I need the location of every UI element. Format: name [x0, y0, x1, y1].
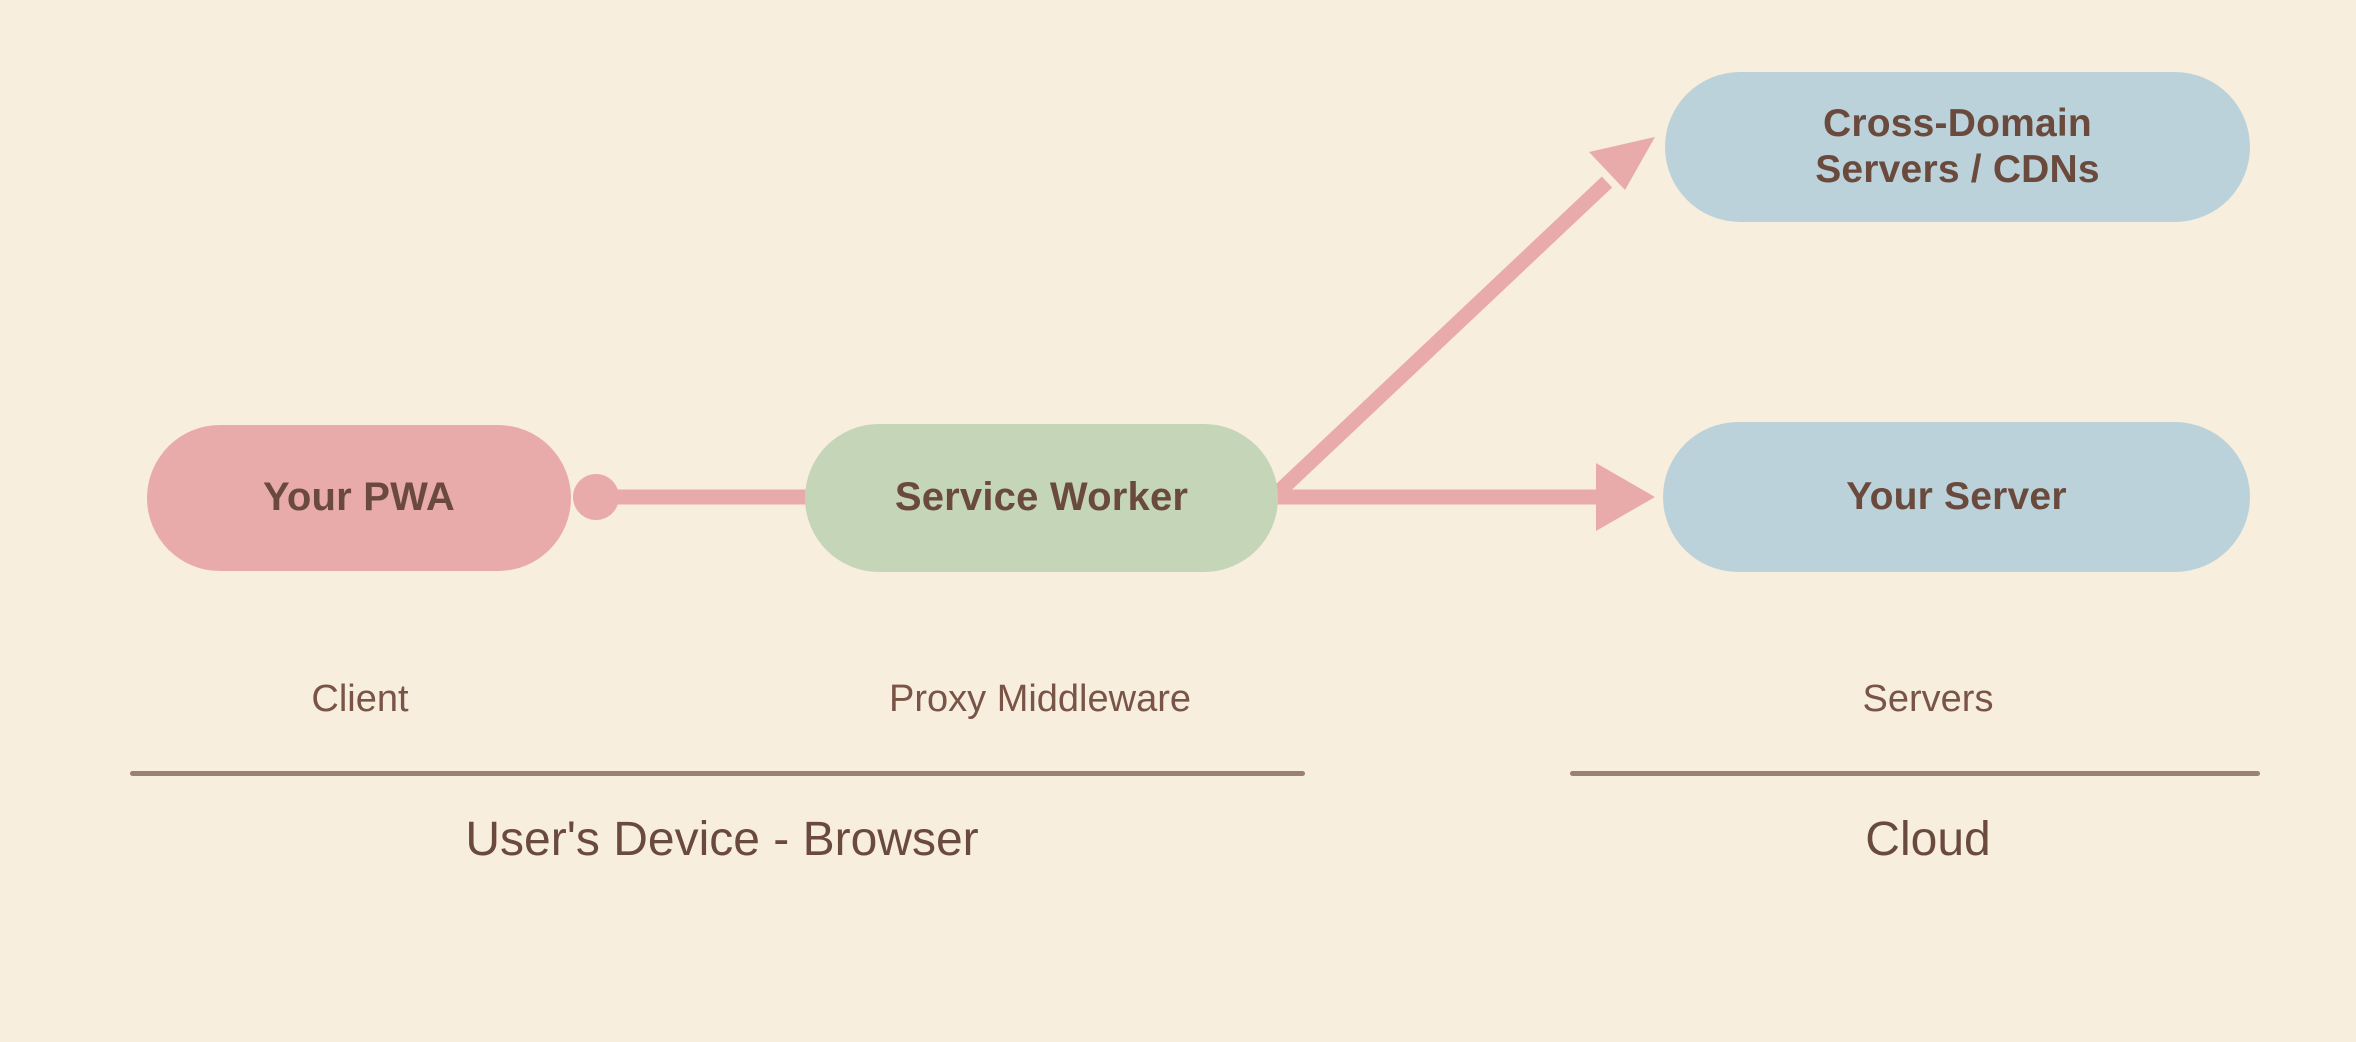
edge-pwa-to-service-worker: [573, 474, 812, 520]
zone-title-cloud: Cloud: [1865, 813, 1991, 866]
node-your-pwa[interactable]: Your PWA: [147, 425, 571, 571]
arrowhead-cross-domain: [1589, 137, 1655, 190]
zone-title-device: User's Device - Browser: [465, 813, 979, 866]
zone-caption-client: Client: [311, 678, 409, 720]
zone-divider-device: [130, 771, 1305, 776]
node-service-worker[interactable]: Service Worker: [805, 424, 1278, 572]
node-cross-domain-servers-label: Cross-Domain Servers / CDNs: [1815, 101, 2100, 191]
zone-caption-servers: Servers: [1862, 678, 1994, 720]
zone-caption-proxy: Proxy Middleware: [889, 678, 1191, 720]
node-cross-domain-servers[interactable]: Cross-Domain Servers / CDNs: [1665, 72, 2250, 222]
node-your-server-label: Your Server: [1846, 474, 2067, 518]
connector-line-service-worker-cross-domain: [1264, 176, 1613, 506]
arrowhead-your-server: [1596, 463, 1655, 531]
node-service-worker-label: Service Worker: [894, 475, 1189, 520]
connector-dot-pwa: [573, 474, 619, 520]
edge-service-worker-to-cross-domain: [1264, 137, 1655, 506]
node-your-pwa-label: Your PWA: [263, 475, 455, 520]
zone-divider-cloud: [1570, 771, 2260, 776]
node-your-server[interactable]: Your Server: [1663, 422, 2250, 572]
edge-service-worker-to-your-server: [1270, 463, 1655, 531]
